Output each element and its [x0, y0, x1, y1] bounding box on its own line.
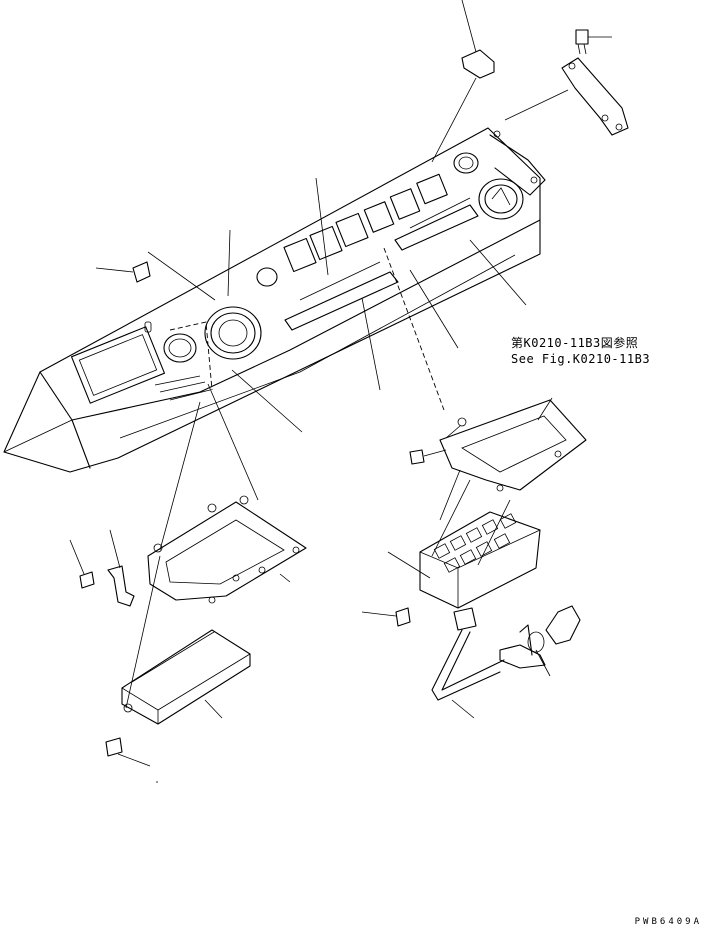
subpanel-right — [439, 399, 587, 492]
top-bolt — [575, 29, 612, 55]
dashed-guide — [383, 247, 445, 411]
reference-note-en: See Fig.K0210-11B3 — [511, 352, 651, 366]
monitor-box — [121, 629, 251, 725]
bolt-bottom — [105, 737, 158, 783]
bolt-right-lower — [361, 607, 411, 627]
bolt-left-mid — [69, 539, 95, 589]
controller-box — [387, 469, 541, 609]
projection-lines — [125, 383, 511, 709]
subpanel-left — [147, 495, 307, 604]
bolt-right-upper — [409, 449, 447, 465]
bracket-upper-right — [504, 57, 629, 136]
clip-left — [107, 529, 135, 607]
top-cover — [431, 0, 495, 163]
reference-note-jp: 第K0210-11B3図参照 — [511, 336, 639, 350]
left-bolt — [95, 251, 216, 301]
dashboard-panel — [3, 127, 546, 473]
dashed-guide-left — [169, 321, 213, 391]
connector-cable — [431, 605, 581, 719]
drawing-number: PWB6409A — [634, 917, 702, 927]
leader-lines — [227, 177, 553, 433]
